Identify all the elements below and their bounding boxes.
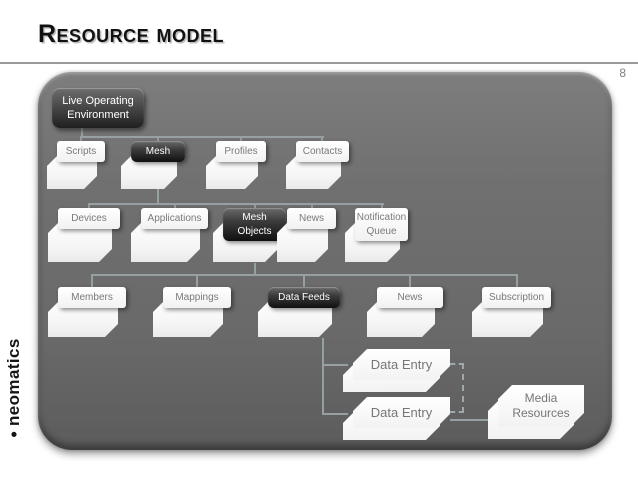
folder-label: Notification Queue [355,208,408,241]
folder-profiles: Profiles [206,141,266,189]
folder-mesh: Mesh [121,141,185,189]
connector-line-dashed [450,363,464,365]
connector-line [321,136,323,142]
connector-line [254,203,256,208]
connector-line [381,203,383,209]
folder-subscription: Subscription [472,287,551,337]
folder-label: Profiles [216,141,266,162]
connector-line-dashed [462,363,464,413]
connector-line [81,128,83,136]
folder-label: Devices [58,208,120,229]
sheet-data-entry-2: Data Entry [343,397,450,440]
connector-line [157,189,159,203]
connector-line [311,203,313,209]
connector-line [174,203,176,209]
connector-line [88,203,90,209]
logo-dot-icon: ● [7,427,21,442]
connector-line [322,338,324,415]
connector-line [254,263,256,274]
diagram-canvas: Live Operating Environment Scripts Mesh Pr… [38,72,612,450]
folder-scripts: Scripts [47,141,105,189]
connector-line [196,274,198,287]
sheet-label: Media Resources [498,385,584,427]
sheet-data-entry-1: Data Entry [343,349,450,392]
connector-line [450,419,490,421]
folder-members: Members [48,287,126,337]
node-live-operating-environment: Live Operating Environment [52,88,144,128]
connector-line [80,136,82,142]
folder-label: News [287,208,336,229]
connector-line [303,274,305,287]
sheet-media-resources: Media Resources [488,385,584,439]
connector-line [516,274,518,287]
folder-label: Mesh Objects [223,208,286,241]
connector-line [80,136,324,138]
sheet-label: Data Entry [353,397,450,428]
folder-label: Members [58,287,126,308]
sheet-label: Data Entry [353,349,450,380]
page-number: 8 [619,66,626,80]
connector-line [322,364,348,366]
folder-devices: Devices [48,208,120,262]
connector-line [409,274,411,287]
folder-label: Subscription [482,287,551,308]
folder-label: Mappings [163,287,231,308]
folder-mappings: Mappings [153,287,231,337]
folder-label: Mesh [131,141,185,162]
slide-title: Resource model [38,20,225,48]
connector-line-dashed [450,411,464,413]
folder-label: Scripts [57,141,105,162]
folder-news: News [277,208,336,262]
logo-text: neomatics [4,337,23,426]
folder-label: Contacts [296,141,349,162]
folder-applications: Applications [131,208,208,262]
connector-line [91,274,93,287]
neomatics-logo: ●neomatics [4,300,24,442]
folder-label: News [377,287,443,308]
connector-line [240,136,242,142]
folder-notification-queue: Notification Queue [345,208,408,262]
connector-line [157,136,159,142]
folder-contacts: Contacts [286,141,349,189]
folder-data-feeds: Data Feeds [258,287,340,337]
folder-label: Data Feeds [268,287,340,308]
connector-line [88,203,384,205]
folder-label: Applications [141,208,208,229]
folder-mesh-objects: Mesh Objects [213,208,286,262]
connector-line [322,413,348,415]
title-divider [0,62,638,64]
folder-news-2: News [367,287,443,337]
